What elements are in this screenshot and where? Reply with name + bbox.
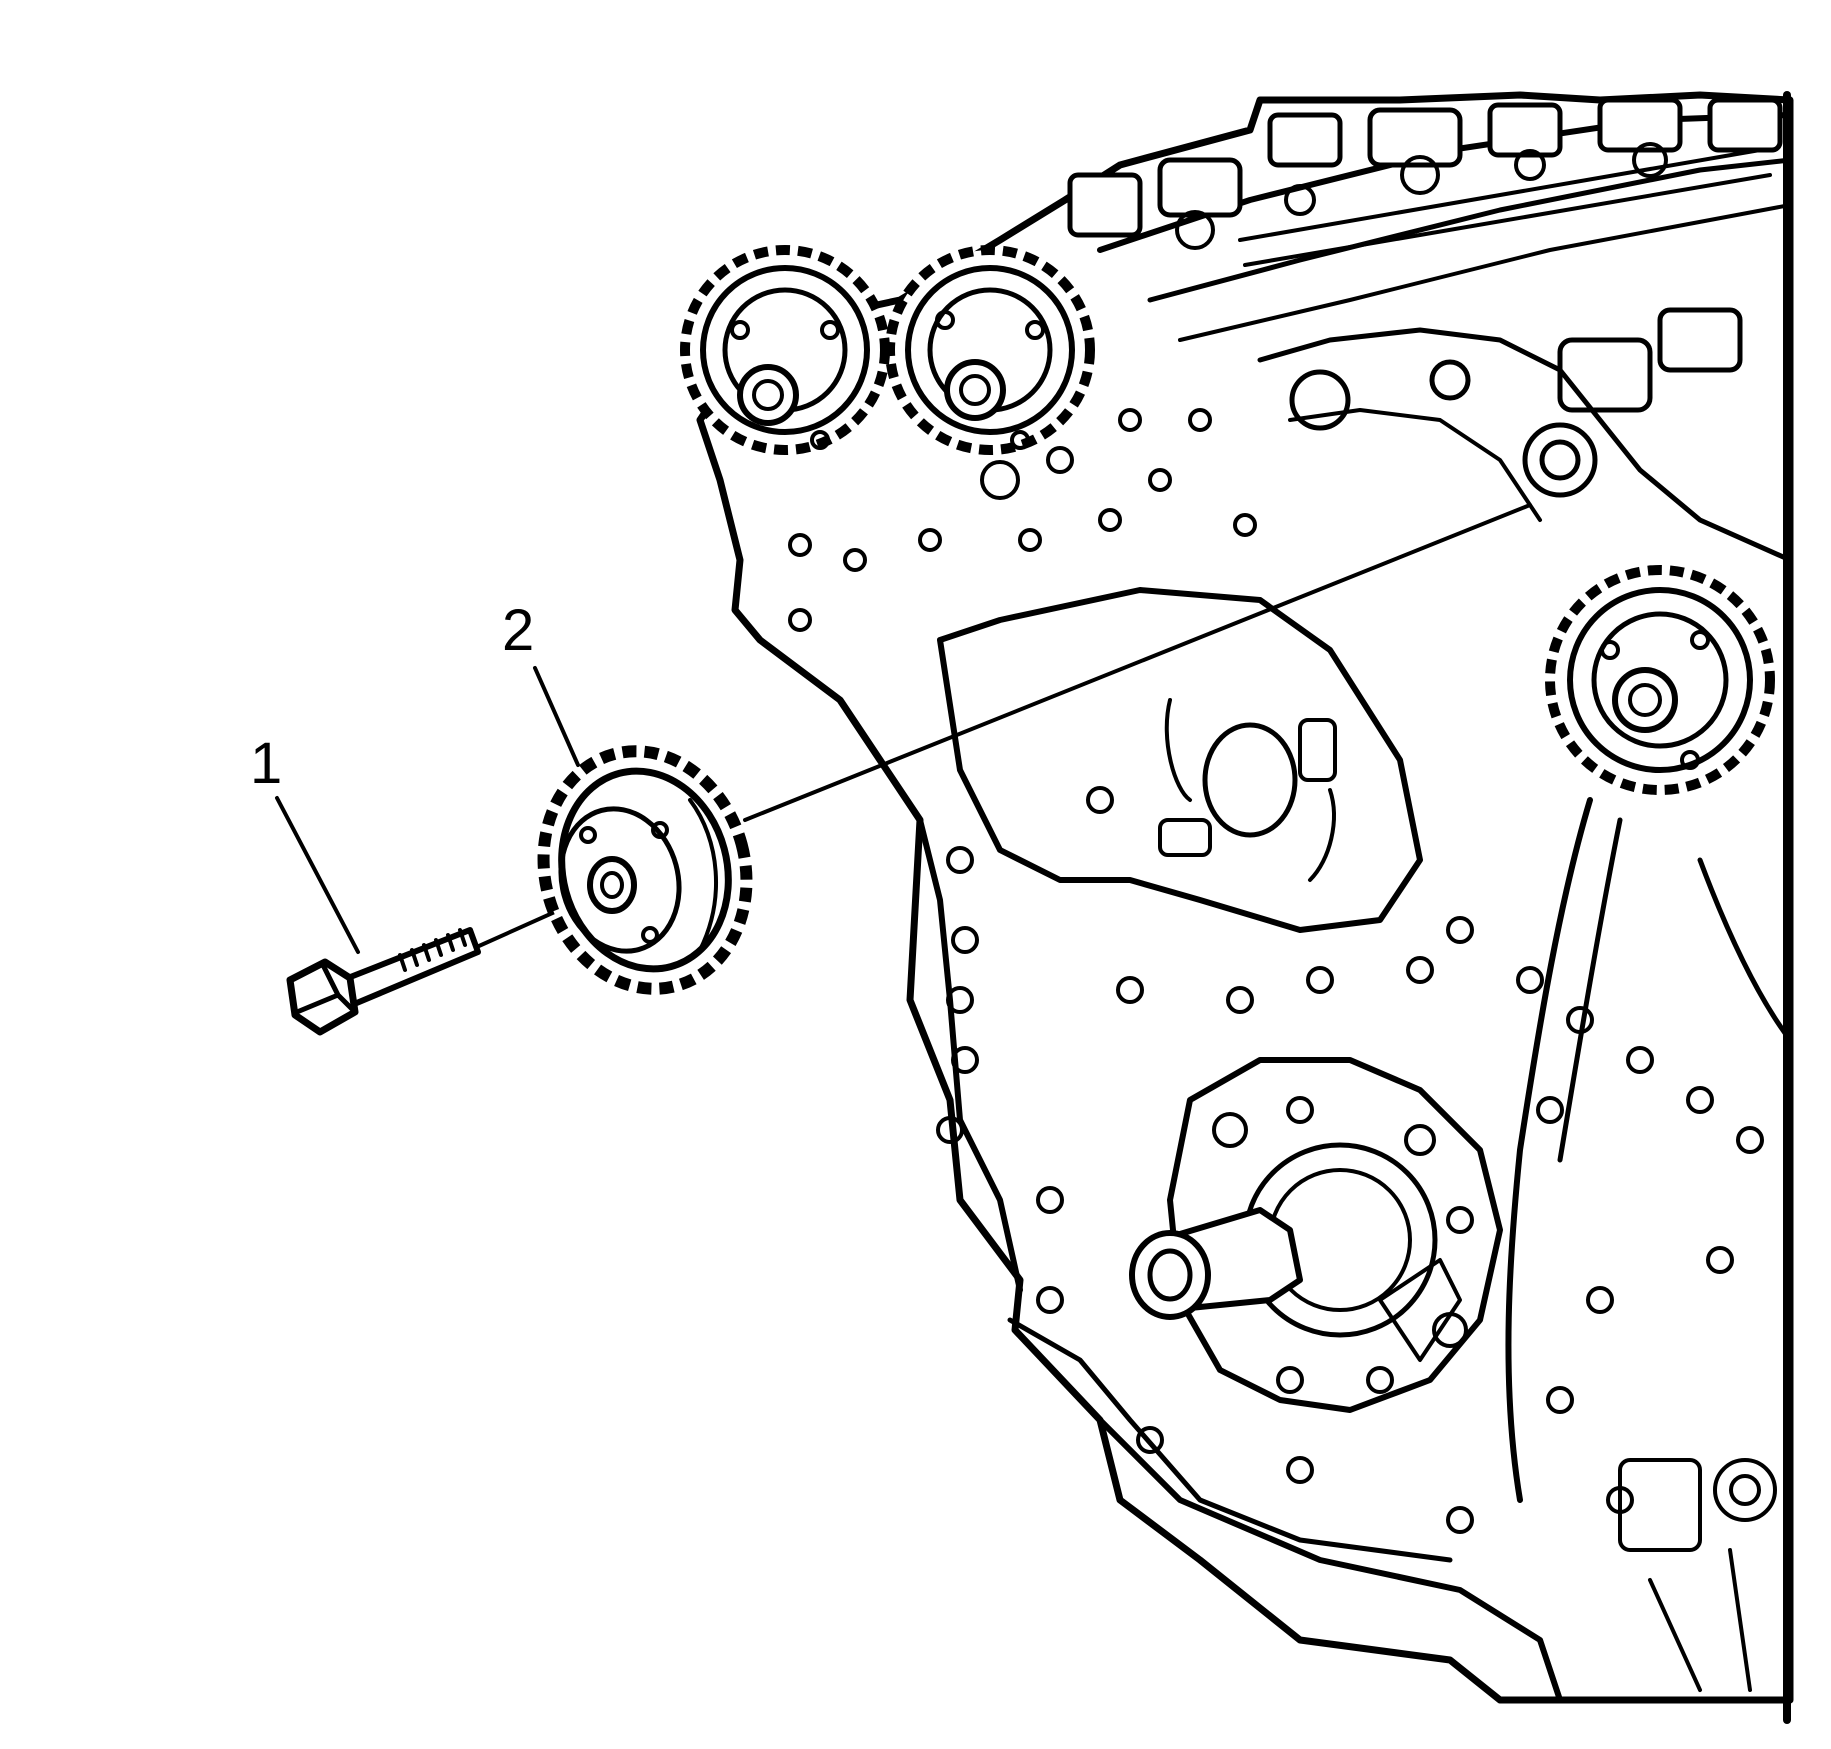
callout-2: 2 <box>502 598 580 767</box>
upper-cam-sprocket-right <box>885 245 1095 455</box>
callout-label-2: 2 <box>502 598 534 663</box>
engine-block <box>680 91 1794 1724</box>
alignment-line <box>743 503 1532 822</box>
callout-1: 1 <box>250 731 360 954</box>
bolt <box>286 927 481 1036</box>
upper-cam-sprocket-left <box>680 245 890 455</box>
callout-label-1: 1 <box>250 731 282 796</box>
water-pump <box>1129 1057 1503 1413</box>
right-cam-sprocket <box>1545 565 1775 795</box>
sprocket <box>537 745 753 995</box>
